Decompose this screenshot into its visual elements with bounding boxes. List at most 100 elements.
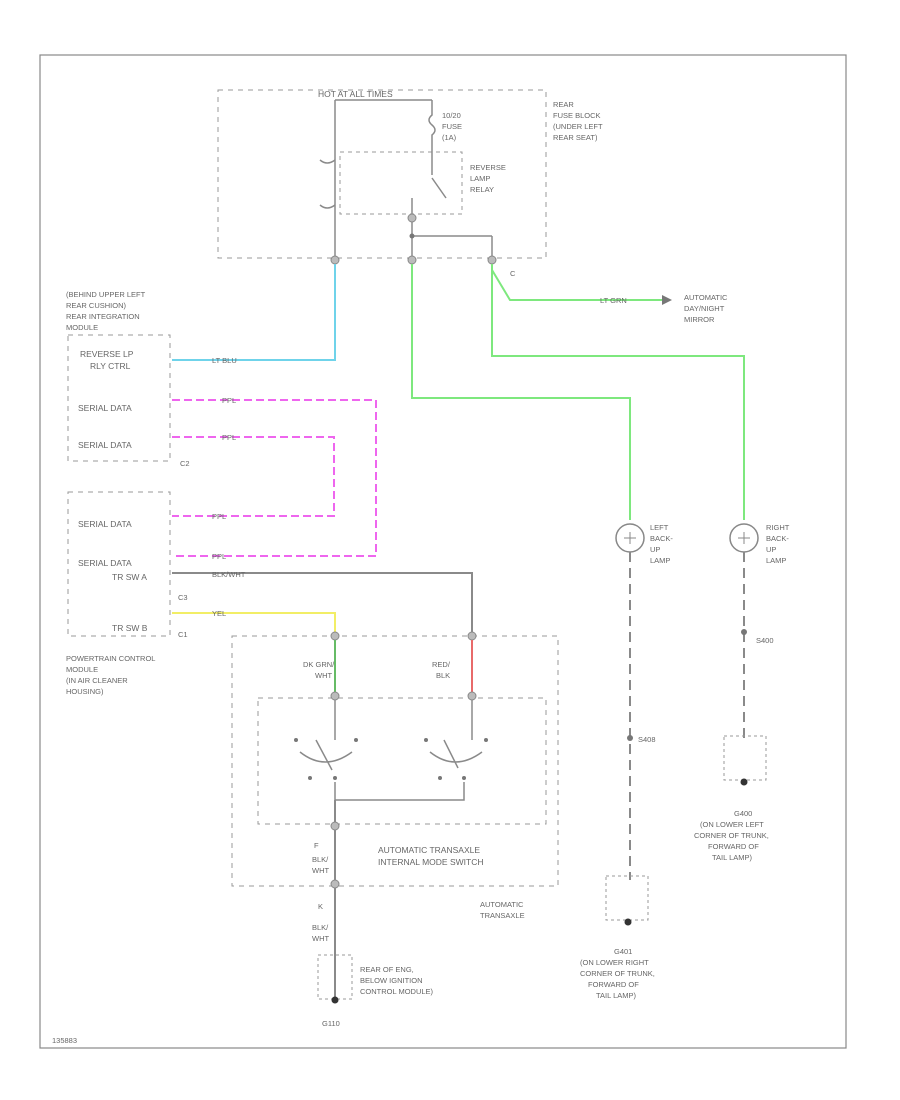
splice-s408-dot — [627, 735, 633, 741]
rim-row-reverse-b: RLY CTRL — [90, 361, 131, 371]
transaxle-connector — [330, 631, 340, 641]
pcm-label-2: MODULE — [66, 665, 98, 674]
connector-c-label: C — [510, 269, 516, 278]
fuse-num-label: (1A) — [442, 133, 457, 142]
transaxle-label-2: TRANSAXLE — [480, 911, 525, 920]
ground-g401-box — [605, 875, 649, 921]
rim-location-4: MODULE — [66, 323, 98, 332]
switch-contact-dot — [424, 738, 428, 742]
fuse-block-label-3: (UNDER LEFT — [553, 122, 603, 131]
g400-label-5: TAIL LAMP) — [712, 853, 753, 862]
switch-a-blade-icon — [315, 739, 333, 771]
rim-location-2: REAR CUSHION) — [66, 301, 127, 310]
wire-ppl-outer — [172, 399, 377, 557]
relay-coil-icon — [319, 159, 336, 164]
wire-lt-grn-label: LT GRN — [600, 296, 627, 305]
ground-g110-icon — [331, 996, 339, 1004]
rim-location-1: (BEHIND UPPER LEFT — [66, 290, 146, 299]
dk-grn-label-1: DK GRN/ — [303, 660, 335, 669]
mirror-label-1: AUTOMATIC — [684, 293, 728, 302]
transaxle-label-1: AUTOMATIC — [480, 900, 524, 909]
switch-common-bus — [334, 782, 465, 801]
switch-contact-dot — [294, 738, 298, 742]
g401-label-2: (ON LOWER RIGHT — [580, 958, 649, 967]
red-blk-label-2: BLK — [436, 671, 450, 680]
switch-contact-dot — [462, 776, 466, 780]
g400-label-1: G400 — [734, 809, 752, 818]
ground-g400-icon — [740, 778, 748, 786]
red-blk-label-1: RED/ — [432, 660, 451, 669]
blk-wht-a-2: WHT — [312, 866, 329, 875]
wire-lt-blu — [172, 264, 336, 361]
switch-contact-dot — [354, 738, 358, 742]
wire-lt-blu-label: LT BLU — [212, 356, 237, 365]
right-lamp-label-3: UP — [766, 545, 776, 554]
switch-label-1: AUTOMATIC TRANSAXLE — [378, 845, 480, 855]
g401-label-1: G401 — [614, 947, 632, 956]
transaxle-out-connector — [330, 879, 340, 889]
left-lamp-label-2: BACK- — [650, 534, 673, 543]
left-lamp-label-4: LAMP — [650, 556, 670, 565]
switch-contact-dot — [438, 776, 442, 780]
left-lamp-label-1: LEFT — [650, 523, 669, 532]
mirror-arrow-icon — [662, 295, 672, 305]
lamp-filament-icon — [624, 532, 636, 544]
switch-b-blade-icon — [443, 739, 459, 769]
wire-lt-grn-left-lamp — [411, 264, 631, 520]
footer-code: 135883 — [52, 1036, 77, 1045]
mode-switch-out-connector — [330, 821, 340, 831]
relay-label-1: REVERSE — [470, 163, 506, 172]
fuse-block-label-4: REAR SEAT) — [553, 133, 598, 142]
ground-label-2: BELOW IGNITION — [360, 976, 423, 985]
left-lamp-label-3: UP — [650, 545, 660, 554]
pcm-row-serial-1: SERIAL DATA — [78, 519, 132, 529]
fuse-block-connector — [407, 255, 417, 265]
wire-blk-wht-label: BLK/WHT — [212, 570, 246, 579]
switch-contact-dot — [308, 776, 312, 780]
relay-label-3: RELAY — [470, 185, 494, 194]
internal-mode-switch-box — [257, 697, 547, 825]
fuse-block-label-1: REAR — [553, 100, 574, 109]
g401-label-3: CORNER OF TRUNK, — [580, 969, 655, 978]
wire-lt-grn-mirror — [491, 269, 662, 301]
wire-yel — [172, 612, 336, 632]
fuse-block-connector — [487, 255, 497, 265]
pcm-row-trswa: TR SW A — [112, 572, 147, 582]
wire-yel-label: YEL — [212, 609, 226, 618]
wire-lt-grn-right-lamp — [491, 264, 745, 520]
fuse-icon — [428, 100, 436, 150]
right-lamp-label-4: LAMP — [766, 556, 786, 565]
fuse-name-label: 10/20 — [442, 111, 461, 120]
switch-contact-dot — [333, 776, 337, 780]
wire-ppl-label-1: PPL — [222, 396, 236, 405]
connector-c1-label: C1 — [178, 630, 188, 639]
ground-label-1: REAR OF ENG, — [360, 965, 414, 974]
right-lamp-label-2: BACK- — [766, 534, 789, 543]
ground-g110-box — [317, 954, 353, 1000]
reverse-lamp-relay-box — [339, 151, 463, 215]
g401-label-4: FORWARD OF — [588, 980, 639, 989]
g400-label-3: CORNER OF TRUNK, — [694, 831, 769, 840]
relay-coil-lower-icon — [319, 204, 336, 209]
ground-g110-id: G110 — [322, 1019, 340, 1028]
mode-switch-connector — [330, 691, 340, 701]
blk-wht-b-1: BLK/ — [312, 923, 329, 932]
automatic-transaxle-box — [231, 635, 559, 887]
switch-b-arc-icon — [429, 751, 483, 763]
wire-ppl-inner — [172, 436, 335, 517]
g401-label-5: TAIL LAMP) — [596, 991, 637, 1000]
connector-c2-label: C2 — [180, 459, 190, 468]
mirror-label-3: MIRROR — [684, 315, 715, 324]
splice-dot — [409, 233, 415, 239]
relay-terminal — [407, 213, 417, 223]
rear-integration-module-box — [67, 334, 171, 462]
rim-location-3: REAR INTEGRATION — [66, 312, 140, 321]
blk-wht-b-2: WHT — [312, 934, 329, 943]
rear-fuse-block-box — [217, 89, 547, 259]
wire-ppl-label-2: PPL — [222, 433, 236, 442]
relay-label-2: LAMP — [470, 174, 490, 183]
wire-blk-wht-trswa — [172, 572, 473, 632]
hot-at-all-times-label: HOT AT ALL TIMES — [318, 89, 393, 99]
switch-label-2: INTERNAL MODE SWITCH — [378, 857, 483, 867]
